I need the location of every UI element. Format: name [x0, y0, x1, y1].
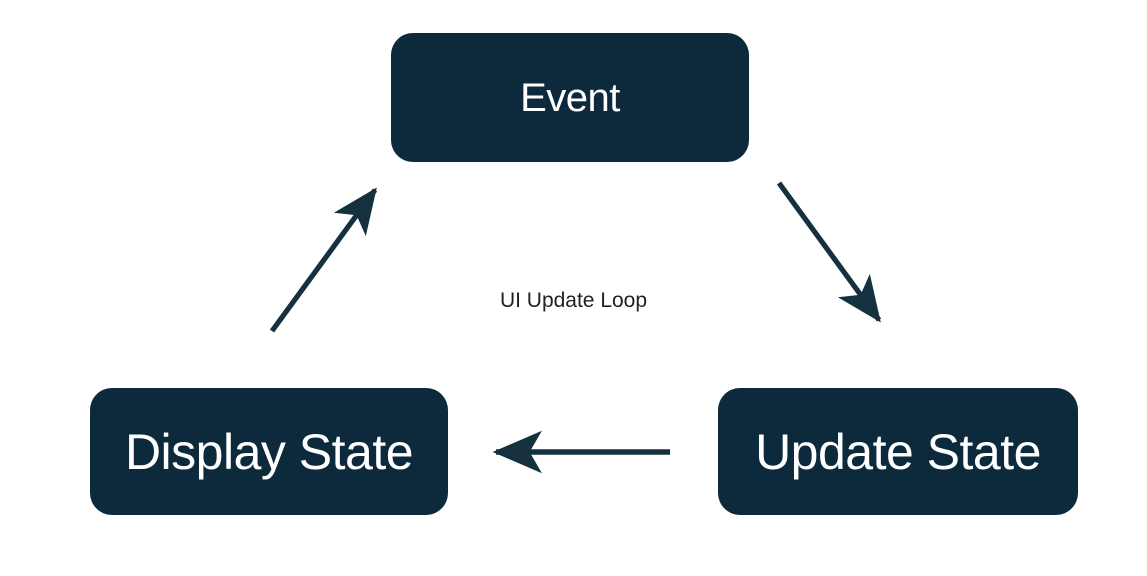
node-display-state-label: Display State — [124, 423, 414, 480]
node-update-state-label: Update State — [755, 423, 1041, 480]
node-update-state[interactable]: Update State — [718, 388, 1078, 515]
node-display-state[interactable]: Display State — [90, 388, 448, 515]
node-event-label: Event — [520, 75, 620, 120]
arrow-display-state-to-event — [269, 187, 378, 333]
arrow-event-to-update-state — [776, 181, 882, 323]
node-event[interactable]: Event — [391, 33, 749, 162]
diagram-center-label: UI Update Loop — [499, 289, 648, 312]
